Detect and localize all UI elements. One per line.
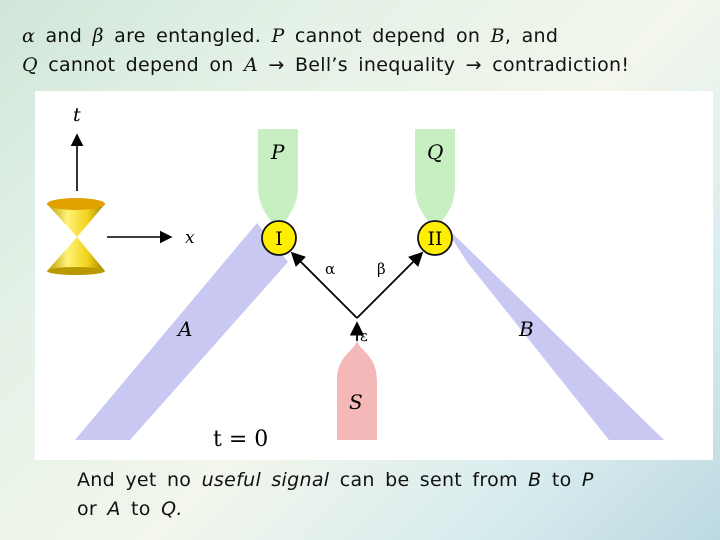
footer-line-1: And yet no useful signal can be sent fro… [77, 466, 697, 495]
header-line-1: α and β are entangled. P cannot depend o… [22, 22, 712, 51]
footer-useful-signal: useful signal [201, 469, 330, 491]
label-beta: β [377, 260, 386, 278]
diagram-panel: t x P Q I II α β ε A B S t = 0 [35, 91, 713, 460]
detector-Q [415, 129, 455, 231]
footer-to-1: to [551, 469, 572, 491]
header-cannot-depend-2: cannot depend on [48, 54, 234, 76]
header-P: P [271, 25, 285, 47]
alpha-path [290, 251, 358, 319]
label-II: II [427, 228, 442, 250]
header-entangled: are entangled. [114, 25, 262, 47]
footer-A: A [107, 498, 121, 520]
header-text: α and β are entangled. P cannot depend o… [22, 22, 712, 80]
header-A: A [243, 54, 259, 76]
header-line-2: Q cannot depend on A → Bell’s inequality… [22, 51, 712, 80]
arrow-icon: → [268, 54, 285, 76]
label-alpha: α [325, 260, 335, 278]
header-and-2: , and [504, 25, 559, 47]
footer-text: And yet no useful signal can be sent fro… [77, 466, 697, 524]
beta-path [356, 251, 424, 319]
footer-Q: Q. [161, 498, 183, 520]
label-Q: Q [427, 140, 443, 164]
axis-t-label: t [73, 104, 81, 126]
arrow-icon: → [465, 54, 482, 76]
header-contradiction: contradiction! [492, 54, 630, 76]
beta-symbol: β [92, 25, 104, 47]
source-S [337, 341, 377, 440]
label-B: B [518, 317, 534, 341]
label-A: A [176, 317, 192, 341]
footer-middle: can be sent from [339, 469, 518, 491]
header-and-1: and [45, 25, 83, 47]
beam-B [442, 223, 664, 440]
header-B: B [490, 25, 505, 47]
header-bell: Bell’s inequality [294, 54, 456, 76]
spacetime-diagram: t x P Q I II α β ε A B S t = 0 [47, 104, 664, 452]
label-S: S [349, 390, 363, 414]
footer-line-2: or A to Q. [77, 495, 697, 524]
detector-P [258, 129, 298, 231]
beam-A [75, 223, 288, 440]
label-epsilon: ε [360, 327, 368, 345]
footer-to-2: to [131, 498, 151, 520]
node-II [417, 220, 453, 256]
node-I [261, 220, 297, 256]
footer-P: P [581, 469, 594, 491]
axis-x-label: x [185, 228, 195, 248]
footer-prefix: And yet no [77, 469, 192, 491]
label-I: I [275, 228, 283, 250]
header-cannot-depend-1: cannot depend on [294, 25, 481, 47]
t-zero-label: t = 0 [213, 427, 268, 452]
label-P: P [270, 140, 285, 164]
header-Q: Q [22, 54, 38, 76]
footer-or: or [77, 498, 98, 520]
alpha-symbol: α [22, 25, 36, 47]
light-cone-icon [47, 198, 105, 275]
footer-B: B [528, 469, 542, 491]
